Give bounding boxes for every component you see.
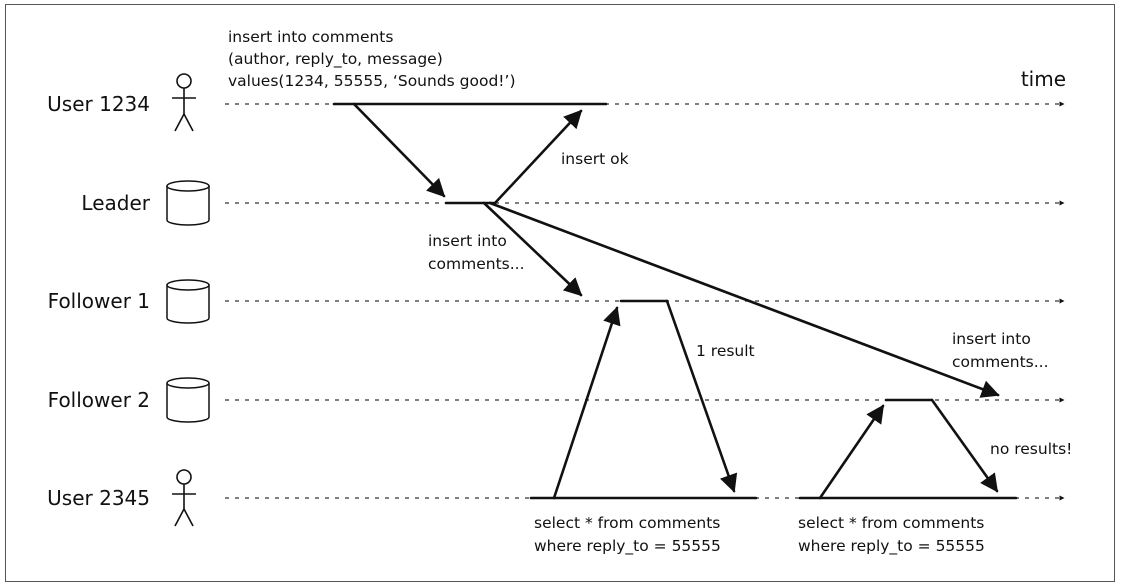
time-label: time (1021, 67, 1066, 91)
replicate-arrow-follower-1 (482, 201, 583, 297)
database-icon (166, 180, 210, 226)
select-query-1-text: select * from comments where reply_to = … (534, 514, 725, 556)
database-icon (166, 279, 210, 324)
actor-label-follower-2: Follower 2 (48, 388, 150, 412)
messages (332, 102, 1018, 500)
insert-query-text: insert into comments (author, reply_to, … (228, 28, 516, 90)
replicate-arrow-follower-2 (488, 201, 1000, 398)
select-query-2-text: select * from comments where reply_to = … (798, 514, 989, 556)
insert-ok-arrow (493, 109, 583, 205)
user-icon (172, 469, 196, 527)
actor-label-user-1234: User 1234 (47, 92, 150, 116)
insert-arrow-to-leader (352, 102, 446, 198)
actor-label-leader: Leader (81, 191, 150, 215)
result-arrow-2 (930, 398, 999, 493)
one-result-text: 1 result (696, 342, 755, 360)
no-results-text: no results! (990, 440, 1072, 458)
actor-label-follower-1: Follower 1 (48, 289, 150, 313)
insert-ok-text: insert ok (561, 150, 629, 168)
replicate-follower-2-text: insert into comments... (952, 330, 1049, 371)
user-icon (172, 73, 196, 132)
query-2-arrow-to-follower-2 (818, 404, 885, 500)
replicate-follower-1-text: insert into comments... (428, 232, 525, 273)
query-1-arrow-to-follower-1 (552, 306, 621, 500)
actor-label-user-2345: User 2345 (47, 486, 150, 510)
result-arrow-1 (665, 299, 738, 493)
database-icon (166, 377, 210, 423)
